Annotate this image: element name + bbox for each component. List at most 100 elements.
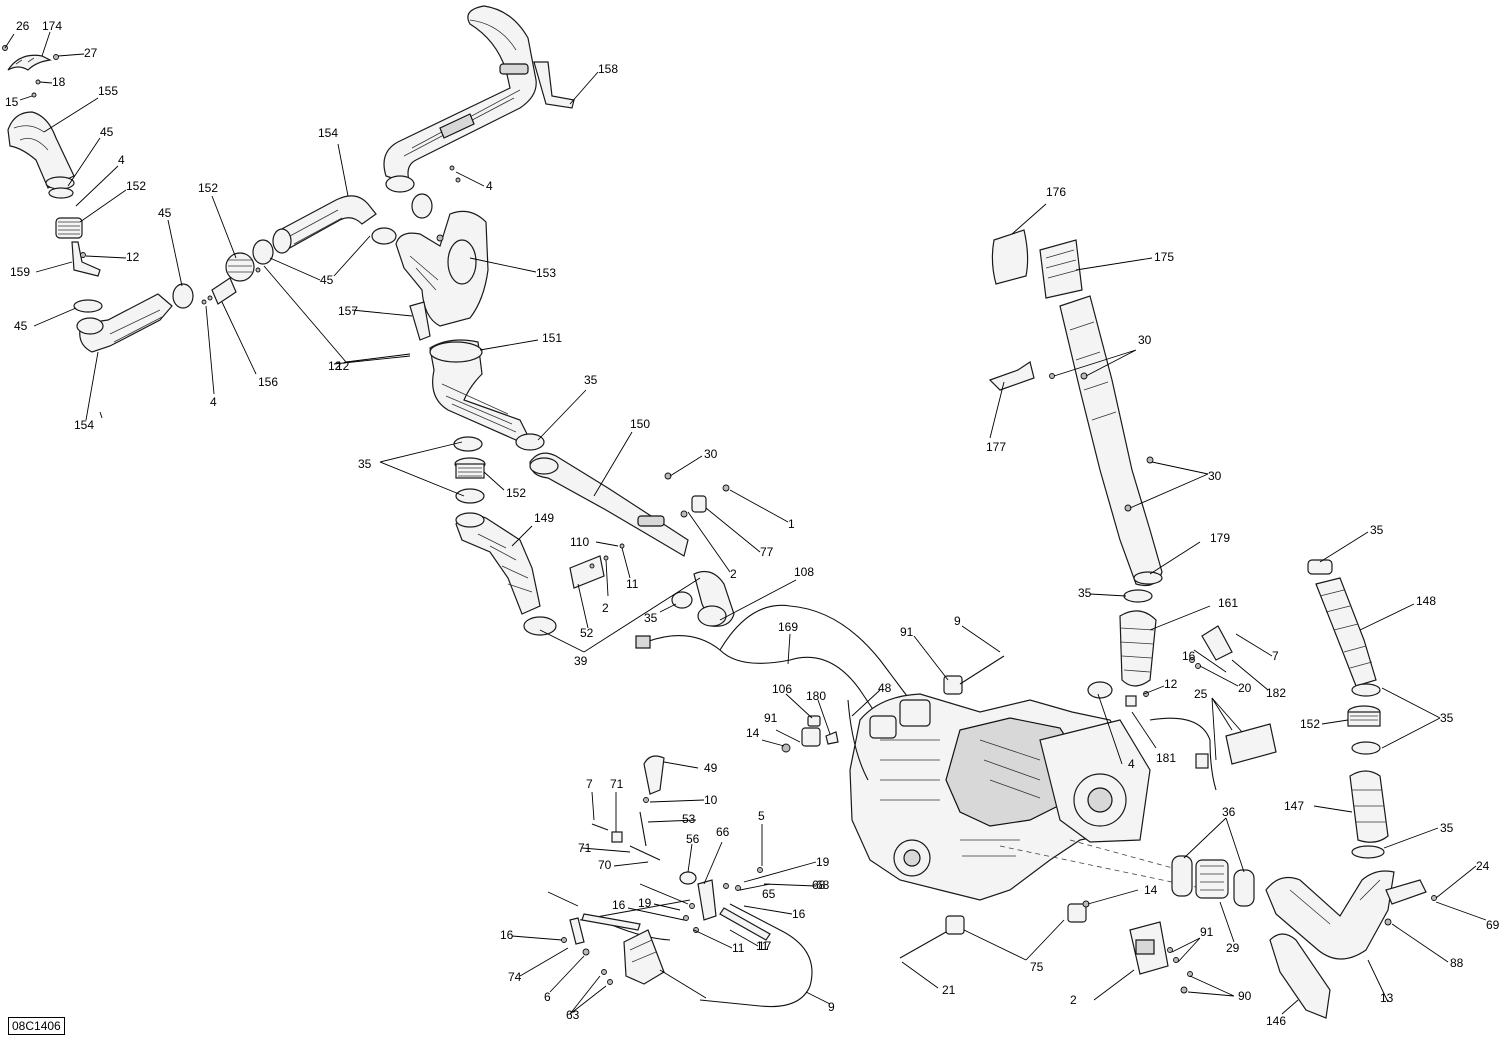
callout-149: 149 [534, 511, 554, 525]
callout-5: 5 [758, 809, 765, 823]
callout-110: 110 [570, 535, 589, 549]
callout-175: 175 [1154, 250, 1174, 264]
callout-16: 16 [792, 907, 806, 921]
mount-91-c [899, 915, 965, 959]
clamp-45-c [172, 283, 194, 309]
duct-150 [529, 452, 689, 557]
bracket-159 [71, 241, 101, 277]
clip-56 [679, 871, 697, 885]
callout-91: 91 [1200, 925, 1214, 939]
callout-77: 77 [760, 545, 774, 559]
callout-158: 158 [598, 62, 618, 76]
callout-14: 14 [1144, 883, 1158, 897]
callout-4: 4 [118, 153, 125, 167]
callout-148: 148 [1416, 594, 1436, 608]
callout-52: 52 [580, 626, 594, 640]
callout-74: 74 [508, 970, 522, 984]
linkage-53-71 [611, 797, 661, 861]
bracket-182 [1201, 625, 1233, 661]
callout-10: 10 [704, 793, 718, 807]
callout-35: 35 [644, 611, 658, 625]
fasteners-30 [1049, 372, 1154, 512]
screws-2 [601, 969, 613, 985]
callout-12: 12 [328, 359, 342, 373]
clamp-45-b [73, 299, 103, 313]
mount-91-d [1067, 903, 1087, 923]
part-90 [1129, 921, 1169, 975]
clamp-35-d [671, 591, 693, 609]
callout-6: 6 [544, 990, 551, 1004]
callout-29: 29 [1226, 941, 1240, 955]
mount-91-a [943, 655, 1005, 695]
callout-4: 4 [486, 179, 493, 193]
callout-75: 75 [1030, 960, 1044, 974]
callout-53: 53 [682, 812, 696, 826]
callout-4: 4 [1128, 757, 1135, 771]
callout-2: 2 [1070, 993, 1077, 1007]
callout-2: 2 [730, 567, 737, 581]
callout-39: 39 [574, 654, 588, 668]
cover-174 [7, 54, 52, 71]
clamp-45-a [48, 187, 74, 199]
callout-19: 19 [816, 855, 830, 869]
duct-149 [455, 512, 541, 615]
screw-15 [31, 92, 37, 98]
callout-159: 159 [10, 265, 30, 279]
callout-35: 35 [358, 457, 372, 471]
hardware-69-13 [1167, 947, 1193, 994]
adapter-152-d [1347, 705, 1381, 727]
fittings-30-1-77 [603, 472, 730, 561]
callout-15: 15 [5, 95, 19, 109]
engine-assembly [849, 693, 1151, 901]
callout-36: 36 [1222, 805, 1236, 819]
callout-152: 152 [506, 486, 526, 500]
callout-2: 2 [602, 601, 609, 615]
callout-12: 12 [126, 250, 140, 264]
callout-147: 147 [1284, 799, 1304, 813]
callout-20: 20 [1238, 681, 1252, 695]
callout-174: 174 [42, 19, 62, 33]
clamp-35-b [453, 436, 483, 452]
bolt-7 [591, 823, 609, 831]
callout-30: 30 [1208, 469, 1222, 483]
callout-9: 9 [954, 614, 961, 628]
callout-71: 71 [578, 841, 592, 855]
clamp-45-d [252, 239, 274, 265]
callout-17: 17 [758, 939, 772, 953]
callout-35: 35 [1440, 821, 1454, 835]
callout-155: 155 [98, 84, 118, 98]
callout-152: 152 [198, 181, 218, 195]
callout-180: 180 [806, 689, 826, 703]
duct-108 [693, 571, 735, 627]
callout-35: 35 [1440, 711, 1454, 725]
plate-110-52 [569, 555, 605, 589]
bracket-74 [561, 917, 585, 945]
clamp-35-i [1351, 845, 1385, 859]
cover-176 [991, 229, 1029, 285]
harness-169 [635, 604, 911, 721]
bolt-12-a [80, 252, 86, 258]
duct-151 [429, 339, 531, 441]
bracket-156 [211, 277, 237, 305]
cover-76 [1269, 933, 1331, 1019]
washer-18 [35, 79, 41, 85]
callout-156: 156 [258, 375, 278, 389]
clamp-35-f [1087, 681, 1113, 699]
callout-24: 24 [1476, 859, 1490, 873]
leader-lines [4, 31, 1487, 1015]
callout-71: 71 [610, 777, 624, 791]
callout-18: 18 [52, 75, 66, 89]
callout-69: 69 [1486, 918, 1500, 932]
callout-21: 21 [942, 983, 956, 997]
callout-35: 35 [1370, 523, 1384, 537]
callout-182: 182 [1266, 686, 1286, 700]
callout-45: 45 [158, 206, 172, 220]
inlet-175 [1039, 239, 1083, 299]
callout-16: 16 [612, 898, 626, 912]
ecu-module-25 [1149, 717, 1277, 791]
bracket-12-181 [1125, 691, 1149, 707]
callout-68: 68 [812, 878, 826, 892]
hardware-4-12 [201, 267, 261, 305]
